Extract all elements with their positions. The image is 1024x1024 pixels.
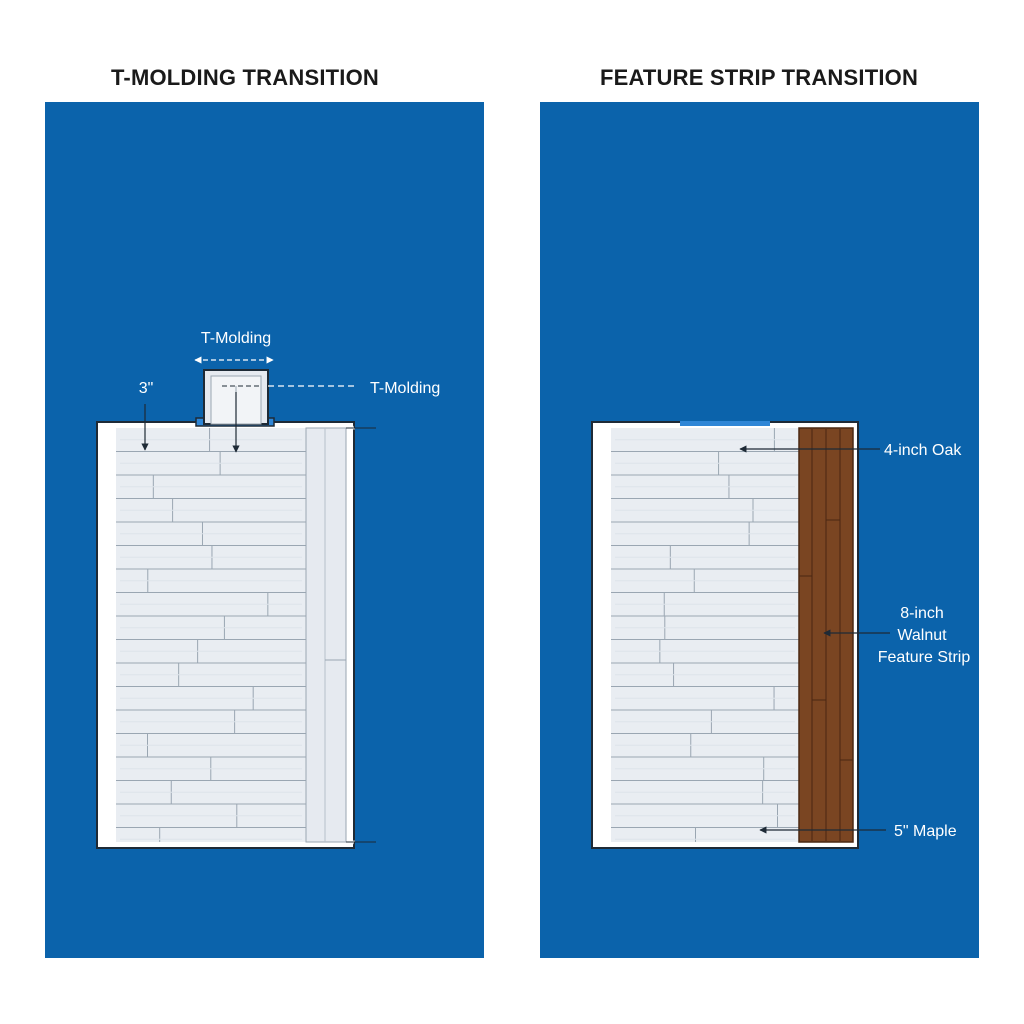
maple-label: 5" Maple (894, 823, 957, 840)
right-threshold-accent (680, 421, 770, 426)
left-edge-strip (305, 427, 347, 843)
walnut-label-line1: 8-inch (900, 605, 944, 622)
walnut-label-line3: Feature Strip (878, 649, 971, 666)
width-label: 3" (139, 380, 154, 397)
left-plank-field (116, 428, 306, 842)
t-molding-floor-diagram: T-Molding T-Molding 3" (96, 330, 440, 849)
oak-label: 4-inch Oak (884, 442, 962, 459)
feature-strip-floor-diagram: 4-inch Oak 8-inch Walnut Feature Strip 5… (591, 421, 971, 849)
t-molding-panel-title: T-MOLDING TRANSITION (111, 65, 379, 90)
t-molding-profile (195, 369, 275, 427)
right-plank-field (611, 428, 799, 842)
plank-background (611, 428, 799, 842)
t-molding-top-label: T-Molding (201, 330, 271, 347)
walnut-feature-strip (798, 427, 854, 843)
feature-strip-panel-title: FEATURE STRIP TRANSITION (599, 65, 919, 90)
walnut-label-line2: Walnut (897, 627, 947, 644)
t-molding-side-label: T-Molding (370, 380, 440, 397)
